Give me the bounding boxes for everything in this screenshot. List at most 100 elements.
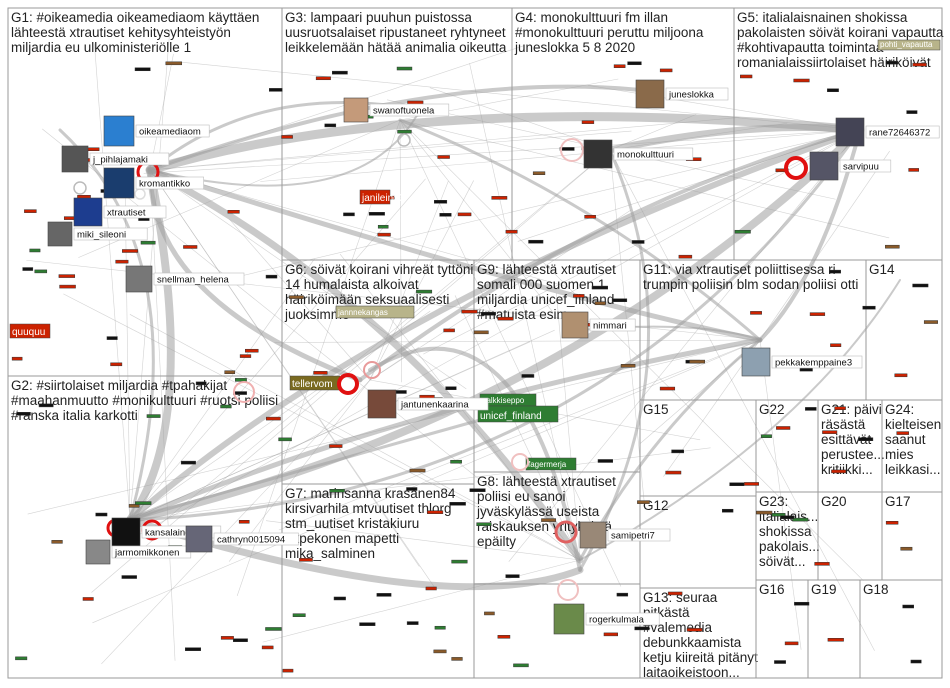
group-label-g18-line-0: G18 (863, 582, 889, 597)
thin-edge-4 (556, 292, 581, 561)
node-label-box (613, 147, 694, 161)
thin-edge-1 (124, 186, 131, 521)
group-label-g11-line-1: trumpin poliisin blm sodan poliisi otti (643, 277, 858, 292)
node-rane72646372[interactable]: rane72646372 (835, 117, 940, 147)
group-label-g9-line-0: G9: lähteestä xtrautiset (477, 262, 616, 277)
edge-7 (127, 337, 763, 523)
small-node-marker (659, 68, 673, 73)
small-node-marker (505, 574, 520, 578)
small-node-marker (299, 558, 313, 562)
small-node-marker (95, 512, 108, 517)
small-node-marker (776, 426, 791, 430)
small-node-marker (830, 343, 842, 347)
small-node-marker (497, 316, 514, 321)
small-node-marker (885, 60, 899, 65)
small-node-marker (376, 593, 392, 597)
small-node-marker (497, 635, 511, 639)
small-node-marker (906, 110, 918, 114)
group-label-g23-line-2: shokissa (759, 524, 812, 539)
small-node-marker (82, 597, 94, 601)
node-rogerkulmala[interactable]: rogerkulmala (553, 603, 660, 635)
node-oikeamediaom[interactable]: oikeamediaom (103, 115, 210, 147)
group-label-g6-line-2: häiriköimään seksuaalisesti (285, 292, 449, 307)
avatar-icon (47, 221, 73, 247)
small-node-marker (827, 88, 839, 93)
node-pekkakemppaine3[interactable]: pekkakemppaine3 (741, 347, 863, 377)
small-node-marker (122, 249, 138, 253)
small-node-marker (140, 240, 156, 245)
group-label-g23-line-0: G23: (759, 494, 788, 509)
small-node-marker (38, 403, 54, 408)
thin-edge-58 (508, 129, 861, 562)
group-boxes-layer: G1: #oikeamedia oikeamediaom käyttäenläh… (7, 7, 944, 680)
group-label-g7-line-4: mika_salminen (285, 546, 375, 561)
node-jarmomikkonen[interactable]: jarmomikkonen (85, 539, 192, 565)
small-node-marker (134, 67, 151, 72)
node-label: rane72646372 (869, 128, 930, 139)
group-box-g23 (755, 491, 819, 581)
small-node-marker (627, 61, 642, 66)
small-node-marker (532, 171, 546, 175)
small-node-marker (24, 209, 37, 213)
small-node-marker (450, 459, 462, 464)
group-label-g3-line-1: uusruotsalaiset ripustaneet ryhtyneet (285, 25, 506, 40)
group-label-g24-line-4: leikkasi... (885, 462, 941, 477)
small-node-marker (722, 508, 734, 513)
small-node-marker (427, 510, 444, 514)
edge-8 (368, 346, 582, 572)
small-node-marker (128, 504, 140, 508)
node-label-box (135, 176, 204, 190)
thin-edge-15 (369, 209, 632, 381)
small-node-marker (667, 591, 683, 596)
avatar-icon (579, 521, 607, 549)
node-samipetri7[interactable]: samipetri7 (579, 521, 671, 549)
thin-edge-7 (369, 180, 474, 381)
small-node-marker (15, 656, 28, 661)
thin-edge-30 (399, 119, 890, 239)
thin-edge-24 (149, 169, 569, 288)
group-label-g8-line-0: G8: lähteestä xtrautiset (477, 474, 616, 489)
node-swanoftuonela[interactable]: swanoftuonela (343, 97, 450, 123)
small-node-markers-layer (11, 60, 938, 673)
node-juneslokka[interactable]: juneslokka (635, 79, 729, 109)
thin-edge-56 (149, 53, 174, 171)
small-node-marker (885, 244, 900, 249)
small-node-marker (678, 254, 693, 259)
group-label-g24-line-3: mies (885, 447, 914, 462)
small-node-marker (771, 513, 786, 517)
small-node-marker (750, 311, 762, 315)
node-nimmari[interactable]: nimmari (561, 311, 636, 339)
small-node-marker (232, 638, 248, 642)
node-label-box (103, 205, 167, 219)
node-snellman-helena[interactable]: snellman_helena (125, 265, 245, 293)
name-tag-label: unicef_finland (480, 411, 542, 422)
node-miki-sileoni[interactable]: miki_sileoni (47, 221, 148, 247)
node-j-pihlajamaki[interactable]: j_pihlajamaki (61, 145, 170, 173)
node-label: jantunenkaarina (400, 400, 469, 411)
small-node-marker (451, 657, 463, 661)
small-node-marker (245, 348, 259, 353)
small-node-marker (395, 390, 407, 394)
node-jantunenkaarina[interactable]: jantunenkaarina (367, 389, 489, 419)
group-label-g21-line-3: perustee... (821, 447, 885, 462)
group-label-g13-line-4: ketju kiireitä pitänyt (643, 650, 758, 665)
node-label-box (73, 227, 148, 241)
group-label-g5-line-2: #kohtivapautta toimintaa (737, 40, 884, 55)
small-node-marker (584, 215, 596, 219)
node-label: samipetri7 (611, 531, 655, 542)
node-ring-13 (134, 188, 146, 200)
group-label-g2-line-2: #ranska italia karkotti (11, 408, 138, 423)
edge-0 (145, 112, 865, 175)
node-cathryn0015094[interactable]: cathryn0015094 (185, 525, 299, 553)
node-sarvipuu[interactable]: sarvipuu (809, 151, 892, 181)
node-label: pekkakemppaine3 (775, 358, 852, 369)
node-kromantikko[interactable]: kromantikko (103, 167, 204, 199)
small-node-marker (637, 500, 650, 504)
node-xtrautiset[interactable]: xtrautiset (73, 197, 167, 227)
small-node-marker (265, 416, 281, 421)
name-tag-quuquu (9, 323, 51, 339)
thin-edge-38 (399, 119, 864, 581)
thin-edge-10 (180, 61, 861, 131)
small-node-marker (671, 449, 685, 454)
node-monokulttuuri[interactable]: monokulttuuri (583, 139, 694, 169)
